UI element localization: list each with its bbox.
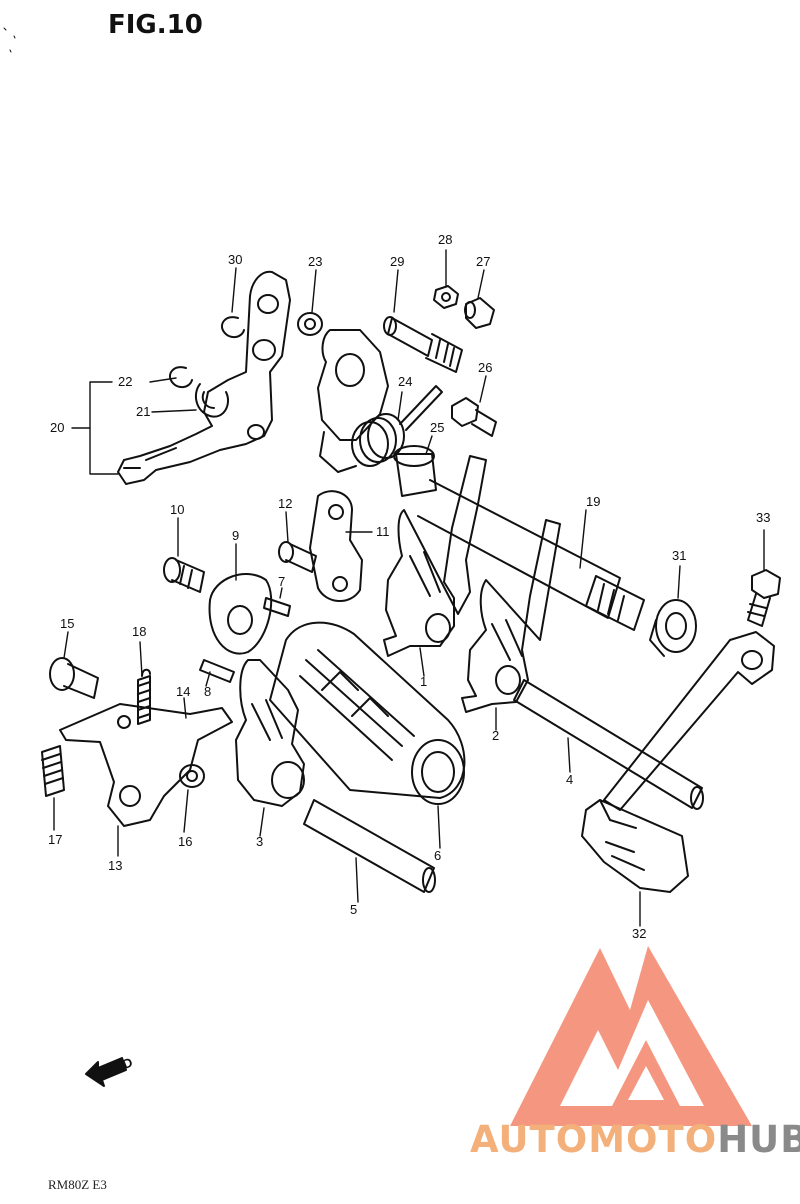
part-label-5: 5 bbox=[350, 902, 357, 917]
part-label-2: 2 bbox=[492, 728, 499, 743]
gear-shift-fork-2 bbox=[461, 519, 561, 713]
part-label-20: 20 bbox=[50, 420, 64, 435]
spring-18 bbox=[137, 668, 151, 725]
circlip-22 bbox=[168, 366, 193, 388]
part-label-24: 24 bbox=[398, 374, 412, 389]
part-label-29: 29 bbox=[390, 254, 404, 269]
spring-24 bbox=[351, 385, 443, 467]
part-label-12: 12 bbox=[278, 496, 292, 511]
figure-title: FIG.10 bbox=[108, 10, 203, 40]
washer-23 bbox=[297, 312, 323, 336]
fork-shaft-4 bbox=[513, 679, 704, 810]
part-label-9: 9 bbox=[232, 528, 239, 543]
gear-shift-shaft-19 bbox=[417, 479, 645, 631]
part-label-6: 6 bbox=[434, 848, 441, 863]
spring-17 bbox=[41, 745, 65, 797]
fwd-arrow-icon bbox=[85, 1057, 127, 1087]
part-labels: 30 23 29 28 27 26 24 25 22 21 20 19 33 3… bbox=[48, 232, 770, 1079]
cam-stopper-plate bbox=[317, 329, 389, 473]
gear-shift-cam-6 bbox=[269, 621, 466, 805]
footer-code: RM80Z E3 bbox=[48, 1177, 107, 1192]
part-label-4: 4 bbox=[566, 772, 573, 787]
nut-28 bbox=[433, 285, 459, 309]
cam-stopper-plate-11 bbox=[309, 490, 363, 602]
part-label-26: 26 bbox=[478, 360, 492, 375]
scan-specks bbox=[3, 27, 16, 53]
washer-16 bbox=[179, 764, 205, 788]
part-label-7: 7 bbox=[278, 574, 285, 589]
watermark-brand-part2: HUB bbox=[717, 1118, 800, 1161]
watermark-logo-icon bbox=[510, 946, 752, 1126]
part-label-1: 1 bbox=[420, 674, 427, 689]
part-label-31: 31 bbox=[672, 548, 686, 563]
gear-shift-arm-assembly bbox=[117, 270, 291, 485]
circlip-30 bbox=[220, 316, 245, 338]
gear-shift-fork-1 bbox=[383, 455, 487, 657]
part-label-25: 25 bbox=[430, 420, 444, 435]
pin-8 bbox=[199, 659, 235, 683]
part-label-14: 14 bbox=[176, 684, 190, 699]
oil-seal-31 bbox=[649, 599, 697, 657]
part-label-10: 10 bbox=[170, 502, 184, 517]
stopper-bolt-29 bbox=[383, 316, 463, 373]
part-label-23: 23 bbox=[308, 254, 322, 269]
part-label-32: 32 bbox=[632, 926, 646, 941]
cap-27 bbox=[464, 297, 495, 329]
fwd-marker-label: FWD bbox=[102, 1054, 135, 1079]
screw-10 bbox=[163, 557, 205, 593]
pin-7 bbox=[263, 597, 291, 617]
part-label-19: 19 bbox=[586, 494, 600, 509]
part-label-13: 13 bbox=[108, 858, 122, 873]
bolt-26 bbox=[451, 397, 497, 437]
watermark-brand: AUTOMOTOHUB bbox=[470, 1118, 800, 1161]
part-label-28: 28 bbox=[438, 232, 452, 247]
bolt-33 bbox=[747, 569, 781, 627]
part-label-22: 22 bbox=[118, 374, 132, 389]
part-label-11: 11 bbox=[376, 524, 390, 539]
part-label-8: 8 bbox=[204, 684, 211, 699]
part-label-15: 15 bbox=[60, 616, 74, 631]
fork-shaft-5 bbox=[303, 799, 436, 893]
part-label-30: 30 bbox=[228, 252, 242, 267]
gear-shift-lever-32 bbox=[581, 631, 775, 893]
part-label-33: 33 bbox=[756, 510, 770, 525]
part-label-16: 16 bbox=[178, 834, 192, 849]
gear-shift-fork-3 bbox=[235, 659, 305, 807]
part-label-27: 27 bbox=[476, 254, 490, 269]
cam-guide-plate-9 bbox=[208, 573, 273, 655]
part-label-3: 3 bbox=[256, 834, 263, 849]
watermark-brand-part1: AUTOMOTO bbox=[470, 1118, 718, 1161]
leader-lines bbox=[53, 249, 765, 927]
part-label-21: 21 bbox=[136, 404, 150, 419]
part-label-17: 17 bbox=[48, 832, 62, 847]
bolt-15 bbox=[49, 657, 99, 699]
collar-25 bbox=[393, 445, 437, 497]
cam-driven-gear-13 bbox=[59, 703, 233, 827]
part-label-18: 18 bbox=[132, 624, 146, 639]
